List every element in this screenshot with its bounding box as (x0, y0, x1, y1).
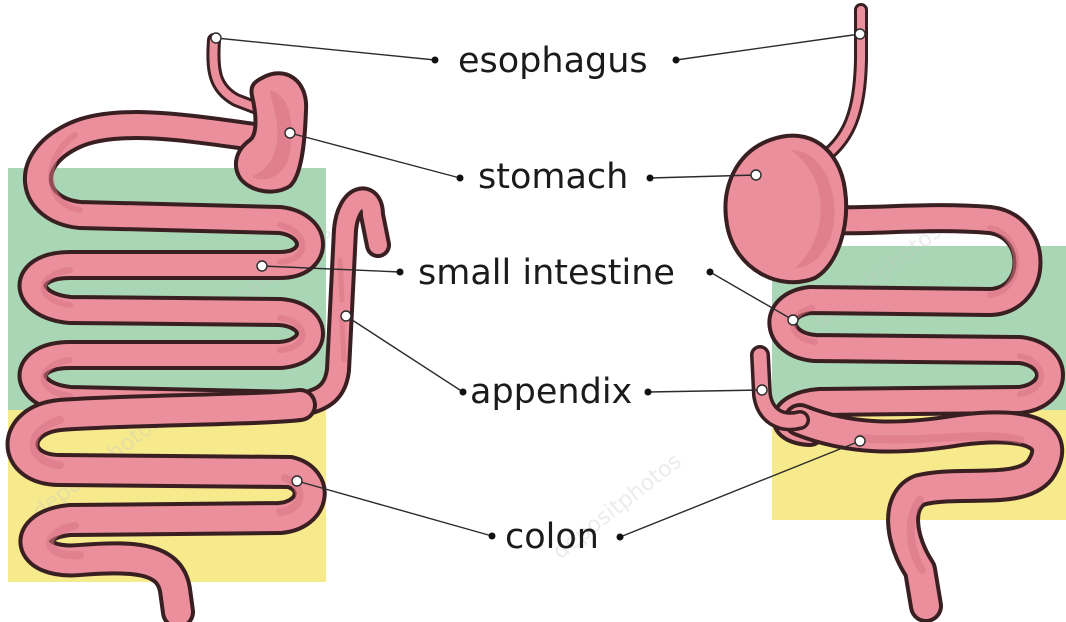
dot-small-intestine-right (707, 269, 714, 276)
label-appendix: appendix (470, 372, 632, 412)
pin-appendix-right (757, 385, 767, 395)
pin-small-intestine-left (257, 261, 267, 271)
label-stomach: stomach (478, 157, 628, 197)
leader-appendix-right (648, 390, 762, 392)
dot-esophagus-right (673, 57, 680, 64)
pin-esophagus-right (855, 29, 865, 39)
dot-stomach-left (457, 175, 464, 182)
pin-stomach-left (285, 128, 295, 138)
pin-esophagus-left (211, 33, 221, 43)
leader-appendix-left (346, 316, 463, 392)
dot-colon-left (489, 533, 496, 540)
pin-colon-left (292, 476, 302, 486)
dot-esophagus-left (432, 57, 439, 64)
dot-appendix-right (645, 389, 652, 396)
label-esophagus: esophagus (458, 41, 648, 81)
pin-appendix-left (341, 311, 351, 321)
leader-esophagus-left (216, 38, 435, 60)
leader-esophagus-right (676, 34, 860, 60)
dot-colon-right (617, 534, 624, 541)
label-colon: colon (505, 517, 599, 557)
dot-appendix-left (460, 389, 467, 396)
label-small-intestine: small intestine (418, 253, 675, 293)
pin-stomach-right (751, 170, 761, 180)
leader-colon-left (297, 481, 492, 536)
pin-colon-right (855, 436, 865, 446)
dot-stomach-right (647, 175, 654, 182)
dot-small-intestine-left (397, 269, 404, 276)
pin-small-intestine-right (788, 315, 798, 325)
